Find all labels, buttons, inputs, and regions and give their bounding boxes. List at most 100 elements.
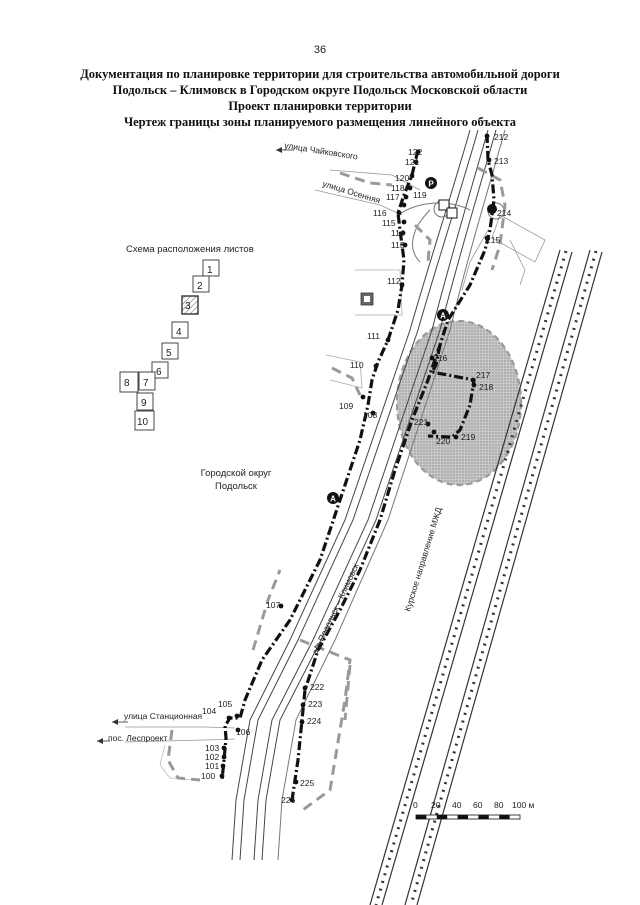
roundabout-marker-icon xyxy=(487,204,497,214)
parcel-outline xyxy=(355,269,403,316)
service-road xyxy=(509,239,526,286)
sheet-box-1 xyxy=(202,259,220,277)
sheet-label-4: 4 xyxy=(176,327,182,338)
scale-tick-0: 0 xyxy=(413,800,418,810)
street-label-lesproekt: пос. Леспроект xyxy=(108,733,167,743)
point-label-216: 216 xyxy=(433,353,447,363)
street-arrow-icon xyxy=(276,147,282,153)
street-label-chaikovskogo: улица Чайковского xyxy=(284,140,359,162)
district-label-line-1: Городской округ xyxy=(201,468,272,479)
planning-zone-circle xyxy=(395,319,523,487)
point-label-111: 111 xyxy=(367,331,380,341)
point-label-112: 112 xyxy=(387,276,401,286)
background-context xyxy=(124,169,546,781)
bus-stop-marker-label: А xyxy=(330,495,336,504)
scale-tick-20: 20 xyxy=(431,800,441,810)
sheet-label-6: 6 xyxy=(156,367,162,378)
sheet-box-4 xyxy=(171,321,189,339)
point-label-100: 100 xyxy=(201,771,215,781)
point-label-213: 213 xyxy=(494,156,508,166)
point-label-122: 122 xyxy=(408,147,422,157)
point-label-106: 106 xyxy=(236,727,250,737)
point-label-113: 113 xyxy=(391,240,405,250)
sheet-box-9 xyxy=(136,392,154,411)
scale-tick-100: 100 м xyxy=(512,800,535,810)
point-label-105: 105 xyxy=(218,699,232,709)
point-label-220: 220 xyxy=(436,436,450,446)
point-label-218: 218 xyxy=(479,382,493,392)
railway-label: Курское направление МЖД xyxy=(402,506,443,613)
point-label-101: 101 xyxy=(205,761,219,771)
point-label-225: 225 xyxy=(300,778,314,788)
sheet-label-8: 8 xyxy=(124,378,130,389)
main-road xyxy=(231,129,506,861)
document-title: Документация по планировке территории дл… xyxy=(40,66,600,130)
sheet-box-7 xyxy=(138,371,156,391)
street-line xyxy=(314,189,403,216)
sheet-label-2: 2 xyxy=(197,281,203,292)
railway xyxy=(369,249,603,905)
parcel-outline xyxy=(325,354,363,389)
sheet-label-1: 1 xyxy=(207,265,213,276)
point-label-102: 102 xyxy=(205,752,219,762)
sheet-box-10 xyxy=(134,410,155,431)
scale-tick-80: 80 xyxy=(494,800,504,810)
sign-marker-icon xyxy=(438,199,450,211)
sheet-box-8 xyxy=(119,371,139,393)
street-label-stantsionnaya: улица Станционная xyxy=(124,711,203,721)
sheet-label-3: 3 xyxy=(185,301,191,312)
bus-stop-marker-icon xyxy=(437,309,449,321)
street-arrow-icon xyxy=(97,738,103,744)
scale-bar: 0 20 40 60 80 100 м xyxy=(413,800,535,820)
building-outline xyxy=(491,214,546,263)
parking-marker-icon xyxy=(425,177,437,189)
point-label-219: 219 xyxy=(461,432,475,442)
point-label-120: 120 xyxy=(395,173,409,183)
point-label-222: 222 xyxy=(310,682,324,692)
sheet-box-3 xyxy=(181,295,199,315)
sheet-label-10: 10 xyxy=(137,417,149,428)
point-label-214: 214 xyxy=(497,208,511,218)
sign-marker-icon xyxy=(446,207,458,219)
point-label-116: 116 xyxy=(373,208,387,218)
scale-tick-60: 60 xyxy=(473,800,483,810)
point-label-119: 119 xyxy=(413,190,427,200)
street-line xyxy=(125,726,236,729)
bus-stop-marker-label: А xyxy=(440,312,446,321)
sheet-box-5 xyxy=(161,342,179,360)
point-label-110: 110 xyxy=(350,360,364,370)
point-label-217: 217 xyxy=(476,370,490,380)
point-label-223: 223 xyxy=(308,699,322,709)
sheet-label-5: 5 xyxy=(166,348,172,359)
local-road xyxy=(159,744,196,781)
sheet-label-7: 7 xyxy=(143,378,149,389)
page-number: 36 xyxy=(313,44,327,56)
point-label-117: 117 xyxy=(386,192,400,202)
point-label-224: 224 xyxy=(307,716,321,726)
point-label-215: 215 xyxy=(486,235,500,245)
point-label-104: 104 xyxy=(202,706,216,716)
point-label-221: 221 xyxy=(414,417,428,427)
title-line-1: Документация по планировке территории дл… xyxy=(80,67,560,81)
street-arrow-icon xyxy=(112,719,118,725)
street-line xyxy=(329,169,421,191)
title-line-2: Подольск – Климовск в Городском округе П… xyxy=(112,83,528,97)
sheet-box-6 xyxy=(151,361,169,379)
point-label-107: 107 xyxy=(266,600,280,610)
point-label-212: 212 xyxy=(494,132,508,142)
markers: Р А А xyxy=(327,177,497,504)
point-label-114: 114 xyxy=(391,228,405,238)
bus-stop-marker-icon xyxy=(327,492,339,504)
district-label-line-2: Подольск xyxy=(215,481,258,492)
sheet-label-9: 9 xyxy=(141,398,147,409)
point-label-115: 115 xyxy=(382,218,396,228)
point-label-118: 118 xyxy=(391,183,405,193)
sheet-scheme-title: Схема расположения листов xyxy=(126,244,254,255)
sheet-scheme: Схема расположения листов 1 2 3 4 5 6 7 … xyxy=(119,244,254,431)
title-line-4: Чертеж границы зоны планируемого размеще… xyxy=(123,115,517,129)
scale-tick-40: 40 xyxy=(452,800,462,810)
road-label: а/д Подольск – Климовск xyxy=(310,562,361,656)
service-road xyxy=(461,229,489,291)
parking-marker-label: Р xyxy=(428,180,434,189)
title-line-3: Проект планировки территории xyxy=(228,99,412,113)
